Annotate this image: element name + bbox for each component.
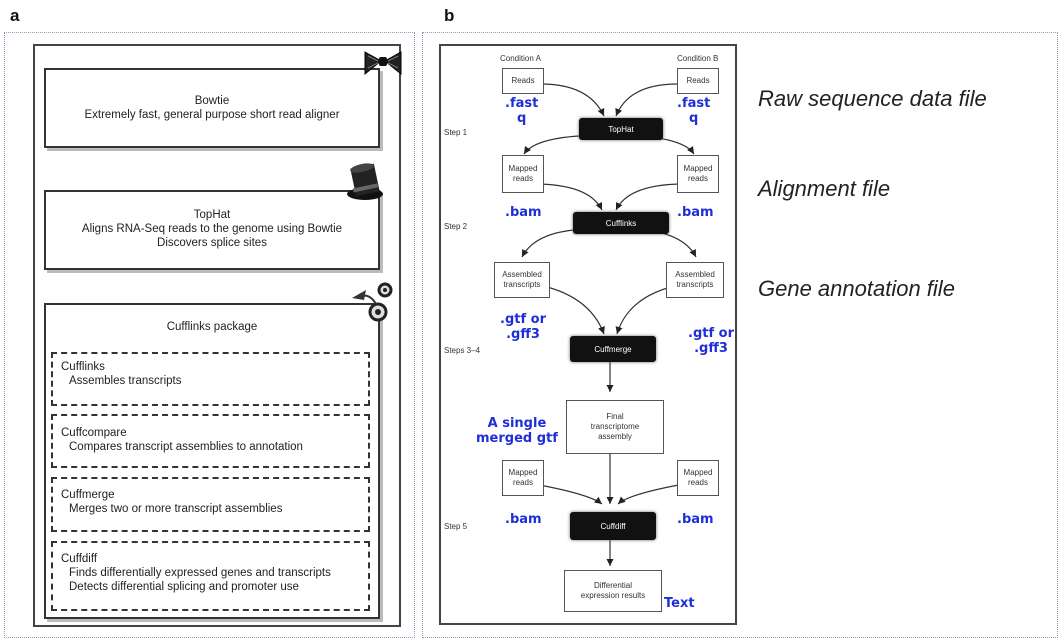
text-annotation: Text: [664, 596, 695, 611]
mapped-reads-box-a2: Mapped reads: [502, 460, 544, 496]
tool-cufflinks-name: Cufflinks: [61, 361, 105, 373]
panel-b-frame: [422, 32, 1058, 638]
panel-a-frame: [4, 32, 415, 638]
gene-annotation-label: Gene annotation file: [758, 276, 955, 301]
tool-cuffcompare-name: Cuffcompare: [61, 427, 127, 439]
fastq-annotation-left: .fast q: [505, 96, 539, 126]
tool-cuffmerge-desc: Merges two or more transcript assemblies: [69, 503, 283, 515]
cufflinks-icon: [352, 282, 393, 322]
mapped-reads-box-a: Mapped reads: [502, 155, 544, 193]
assembled-transcripts-box-b: Assembled transcripts: [666, 262, 724, 298]
panel-b-letter: b: [444, 6, 455, 25]
reads-box-b: Reads: [677, 68, 719, 94]
cuffdiff-node: Cuffdiff: [570, 512, 656, 540]
mapped-reads-box-b: Mapped reads: [677, 155, 719, 193]
panel-a-outer-box: [33, 44, 401, 627]
tophat-line2: Discovers splice sites: [157, 237, 267, 249]
tool-cuffmerge-name: Cuffmerge: [61, 489, 115, 501]
condition-b-label: Condition B: [677, 54, 719, 63]
bowtie-icon: [364, 51, 402, 76]
tophat-icon: [347, 163, 383, 200]
bam-annotation-right: .bam: [677, 205, 714, 220]
cufflinks-package-title: Cufflinks package: [166, 321, 258, 333]
bowtie-box: Bowtie Extremely fast, general purpose s…: [44, 68, 380, 148]
tool-cufflinks-desc: Assembles transcripts: [69, 375, 182, 387]
gtf-annotation-left: .gtf or .gff3: [500, 312, 546, 342]
tophat-box: TopHat Aligns RNA-Seq reads to the genom…: [44, 190, 380, 270]
panel-a-letter: a: [10, 6, 20, 25]
raw-sequence-label: Raw sequence data file: [758, 86, 987, 111]
differential-results-box: Differential expression results: [564, 570, 662, 612]
step-2-label: Step 2: [444, 222, 468, 231]
tophat-node: TopHat: [579, 118, 663, 140]
assembled-transcripts-box-a: Assembled transcripts: [494, 262, 550, 298]
tool-cufflinks: Cufflinks Assembles transcripts: [51, 352, 370, 406]
tophat-title: TopHat: [193, 209, 231, 221]
condition-a-label: Condition A: [500, 54, 541, 63]
tophat-line1: Aligns RNA-Seq reads to the genome using…: [81, 223, 343, 235]
tool-cuffcompare: Cuffcompare Compares transcript assembli…: [51, 414, 370, 468]
gtf-annotation-right: .gtf or .gff3: [688, 326, 734, 356]
tool-cuffdiff: Cuffdiff Finds differentially expressed …: [51, 541, 370, 611]
bam-annotation-left-2: .bam: [505, 512, 542, 527]
mapped-reads-box-b2: Mapped reads: [677, 460, 719, 496]
bam-annotation-right-2: .bam: [677, 512, 714, 527]
single-merged-gtf-annotation: A single merged gtf: [476, 416, 558, 446]
reads-box-a: Reads: [502, 68, 544, 94]
tool-cuffdiff-name: Cuffdiff: [61, 553, 98, 565]
step-1-label: Step 1: [444, 128, 468, 137]
tool-cuffmerge: Cuffmerge Merges two or more transcript …: [51, 477, 370, 532]
fastq-annotation-right: .fast q: [677, 96, 711, 126]
alignment-file-label: Alignment file: [758, 176, 891, 201]
cufflinks-node: Cufflinks: [573, 212, 669, 234]
steps-3-4-label: Steps 3–4: [444, 346, 481, 355]
tool-cuffdiff-desc: Finds differentially expressed genes and…: [69, 567, 331, 579]
final-assembly-box: Final transcriptome assembly: [566, 400, 664, 454]
panel-b-outer-box: [439, 44, 737, 625]
step-5-label: Step 5: [444, 522, 468, 531]
tool-cuffdiff-desc2: Detects differential splicing and promot…: [69, 581, 299, 593]
bowtie-title: Bowtie: [194, 95, 230, 107]
cuffmerge-node: Cuffmerge: [570, 336, 656, 362]
tool-cuffcompare-desc: Compares transcript assemblies to annota…: [69, 441, 303, 453]
bam-annotation-left: .bam: [505, 205, 542, 220]
bowtie-desc: Extremely fast, general purpose short re…: [84, 109, 340, 121]
